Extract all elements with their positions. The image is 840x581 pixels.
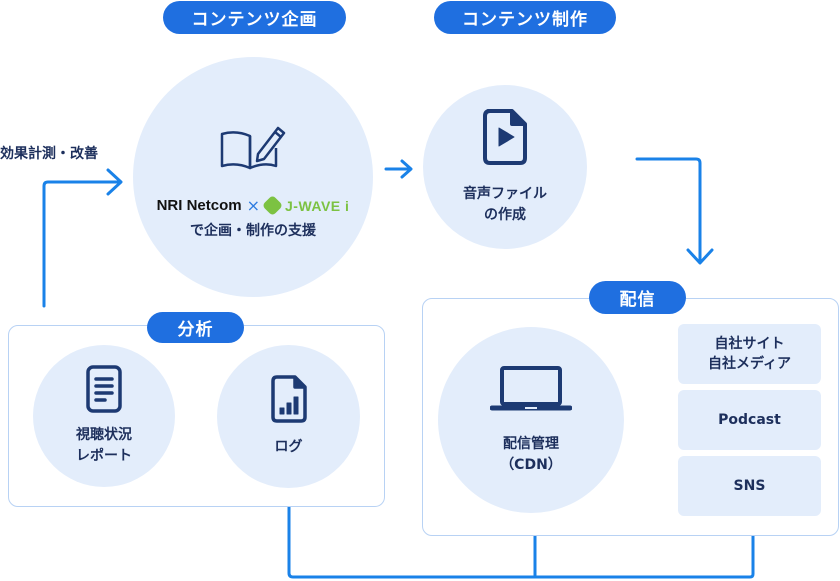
document-icon — [86, 365, 122, 417]
jwave-text: J-WAVE — [285, 197, 341, 214]
jwave-i: i — [345, 197, 350, 214]
destination-podcast-label: Podcast — [718, 412, 781, 428]
production-node: 音声ファイル の作成 — [423, 85, 587, 249]
report-line2: レポート — [76, 448, 132, 464]
production-to-distribution-arrow — [635, 157, 702, 264]
chart-file-icon — [270, 375, 307, 427]
planning-caption: で企画・制作の支援 — [190, 223, 316, 239]
section-label-distribution: 配信 — [589, 281, 686, 314]
distribution-line1: 配信管理 — [503, 436, 559, 452]
destination-podcast: Podcast — [678, 390, 821, 450]
section-label-planning: コンテンツ企画 — [163, 1, 346, 34]
log-label: ログ — [274, 439, 303, 455]
destination-owned-media: 自社サイト 自社メディア — [678, 324, 821, 384]
production-line2: の作成 — [484, 207, 526, 223]
production-line1: 音声ファイル — [463, 186, 547, 202]
jwave-mark-icon — [261, 194, 284, 217]
destination-sns: SNS — [678, 456, 821, 516]
book-pen-icon — [218, 122, 288, 176]
feedback-arrowhead — [106, 168, 123, 196]
play-file-icon — [482, 108, 528, 170]
report-node: 視聴状況 レポート — [33, 345, 175, 487]
laptop-icon — [489, 364, 573, 416]
report-line1: 視聴状況 — [76, 427, 132, 443]
times-sign: × — [246, 196, 260, 215]
distribution-node: 配信管理 （CDN） — [438, 327, 624, 513]
destination-owned-media-line1: 自社サイト — [714, 336, 785, 352]
distribution-line2: （CDN） — [500, 457, 562, 473]
section-label-analysis: 分析 — [147, 312, 244, 343]
feedback-label: 効果計測・改善 — [0, 146, 98, 162]
nri-netcom-logo: NRI Netcom — [156, 197, 242, 214]
planning-node: NRI Netcom × J-WAVE i で企画・制作の支援 — [133, 57, 373, 297]
feedback-arrow — [42, 180, 122, 308]
log-node: ログ — [217, 345, 360, 488]
destination-sns-label: SNS — [733, 478, 766, 494]
section-label-production: コンテンツ制作 — [434, 1, 616, 34]
jwave-logo: J-WAVE i — [285, 198, 349, 214]
destination-owned-media-line2: 自社メディア — [707, 356, 792, 372]
